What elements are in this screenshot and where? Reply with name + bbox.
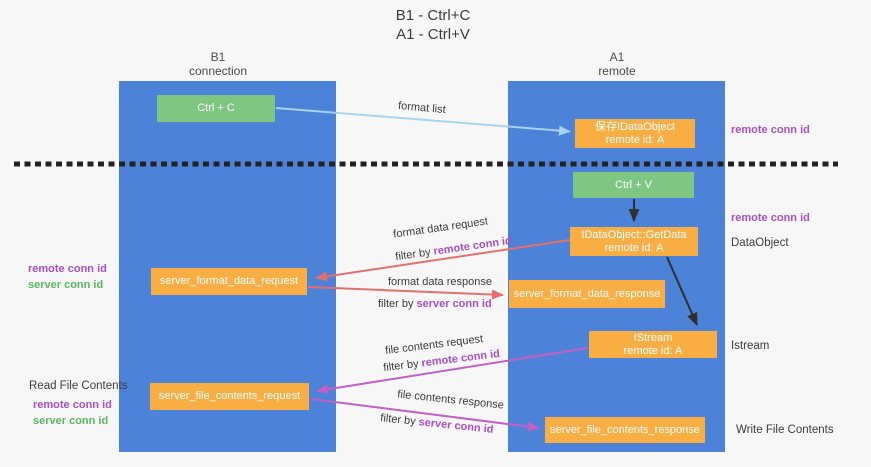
lifeline-b1-name: B1 [210,50,226,64]
label-file-contents-response: file contents response [396,388,505,412]
node-save-idataobject: 保存IDataObject remote id: A [575,119,695,148]
lifeline-header-b1: B1 connection [158,50,278,78]
server-conn-id-text: server conn id [416,298,492,310]
lifeline-b1-role: connection [188,64,248,78]
server-conn-id-text: server conn id [417,416,495,436]
write-file-contents-label: Write File Contents [736,424,834,436]
label-filter-by-remote-1: filter byremote conn id [395,235,513,264]
lifeline-a1-role: remote [598,64,636,78]
node-server-format-data-response: server_format_data_response [509,280,665,308]
node-idataobject-getdata-line2: remote id: A [604,241,664,254]
node-server-file-contents-request: server_file_contents_request [150,383,309,410]
remote-conn-id-text: remote conn id [432,234,513,258]
right-remote-conn-id-1: remote conn id [731,124,810,136]
diagram-title: B1 - Ctrl+C A1 - Ctrl+V [333,6,533,44]
node-server-format-data-response-label: server_format_data_response [513,287,661,300]
node-ctrl-c: Ctrl + C [157,95,275,122]
filter-by-text: filter by [394,246,432,264]
lifeline-a1-name: A1 [609,50,625,64]
node-ctrl-c-label: Ctrl + C [197,102,235,114]
lifeline-header-a1: A1 remote [557,50,677,78]
node-istream: IStream remote id: A [589,331,717,358]
label-format-data-response: format data response [388,276,492,288]
node-idataobject-getdata: IDataObject::GetData remote id: A [570,227,698,256]
right-remote-conn-id-2: remote conn id [731,212,810,224]
left-top-remote-conn-id: remote conn id [28,263,107,275]
title-line-1: B1 - Ctrl+C [395,7,471,24]
label-format-data-request: format data request [392,215,489,241]
left-bottom-server-conn-id: server conn id [33,415,109,427]
node-server-format-data-request: server_format_data_request [151,268,307,295]
dataobject-label: DataObject [731,237,789,249]
filter-by-text: filter by [382,357,420,375]
filter-by-text: filter by [378,298,414,310]
read-file-contents-label: Read File Contents [29,380,128,392]
node-istream-line1: IStream [633,331,673,344]
node-ctrl-v-label: Ctrl + V [615,178,652,191]
left-top-server-conn-id: server conn id [28,279,104,291]
node-server-file-contents-response-label: server_file_contents_response [550,423,700,436]
left-bottom-remote-conn-id: remote conn id [33,399,112,411]
filter-by-text: filter by [379,412,417,428]
node-istream-line2: remote id: A [623,344,683,357]
istream-side-label: Istream [731,340,770,352]
node-server-file-contents-response: server_file_contents_response [545,417,705,443]
node-ctrl-v: Ctrl + V [573,172,694,198]
node-save-idataobject-line2: remote id: A [605,133,665,146]
node-server-file-contents-request-label: server_file_contents_request [158,390,301,402]
node-save-idataobject-line1: 保存IDataObject [594,120,676,133]
node-idataobject-getdata-line1: IDataObject::GetData [581,228,687,241]
node-server-format-data-request-label: server_format_data_request [159,275,299,287]
label-format-list: format list [397,99,447,117]
title-line-2: A1 - Ctrl+V [396,26,470,43]
